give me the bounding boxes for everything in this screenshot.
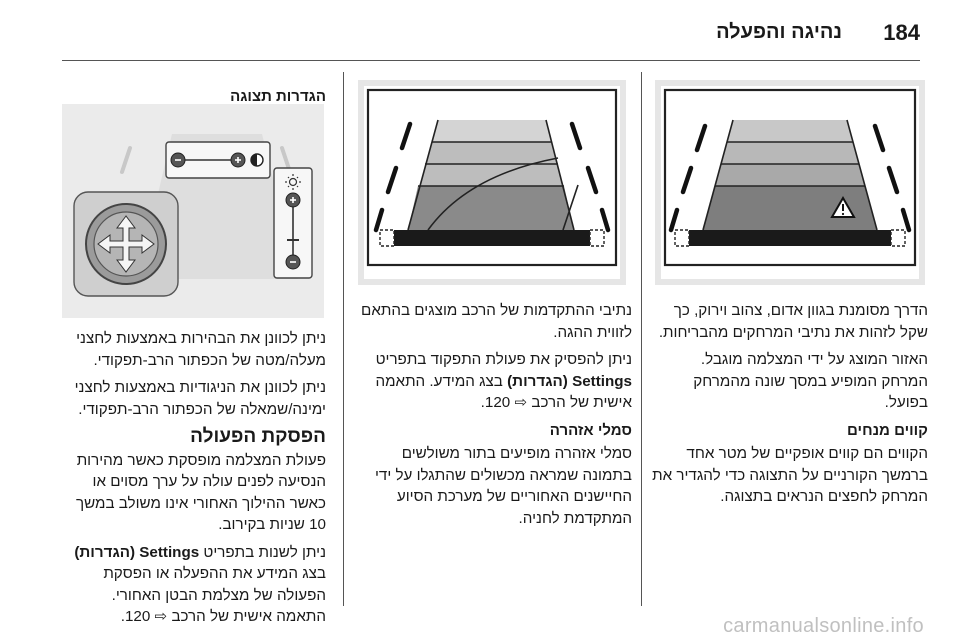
paragraph: נתיבי ההתקדמות של הרכב מוצגים בהתאם לזוו… [361, 302, 632, 341]
contrast-icon [250, 153, 264, 167]
paragraph: פעולת המצלמה מופסקת כאשר מהירות הנסיעה ל… [75, 451, 326, 534]
header-rule [62, 60, 920, 61]
text-run: בצג המידע. התאמה אישית של הרכב ⇨ 120. [375, 372, 632, 412]
column-middle: נתיבי ההתקדמות של הרכב מוצגים בהתאם לזוו… [354, 300, 632, 535]
paragraph: הדרך מסומנת בגוון אדום, צהוב וירוק, כך ש… [658, 302, 928, 341]
paragraph: ניתן לשנות בתפריט Settings (הגדרות) בצג … [60, 542, 326, 628]
page-number: 184 [883, 20, 920, 45]
column-left-body: ניתן לכוונן את הבהירות באמצעות לחצני מעל… [60, 328, 326, 634]
column-divider-1 [343, 72, 344, 606]
paragraph: האזור המוצג על ידי המצלמה מוגבל. המרחק ה… [693, 351, 928, 411]
text-run: ניתן לשנות בתפריט [203, 543, 326, 561]
paragraph: הקווים הם קווים אופקיים של מטר אחד ברמשך… [652, 445, 928, 505]
settings-menu-label: Settings (הגדרות) [507, 372, 632, 390]
brightness-setting-panel [273, 167, 313, 279]
column-divider-2 [641, 72, 642, 606]
settings-menu-label: Settings (הגדרות) [74, 543, 200, 561]
column-right: הדרך מסומנת בגוון אדום, צהוב וירוק, כך ש… [652, 300, 928, 514]
sun-icon [285, 174, 301, 190]
paragraph: סמלי אזהרה מופיעים בתור משולשים בתמונה ש… [374, 445, 632, 527]
paragraph: ניתן לכוונן את הניגודיות באמצעות לחצני י… [74, 379, 326, 418]
column-left: הגדרות תצוגה [60, 80, 326, 110]
section-heading: קווים מנחים [847, 421, 928, 439]
text-run: בצג המידע את ההפעלה או הפסקת הפעולה של מ… [103, 565, 326, 625]
figure-display-settings [62, 104, 324, 318]
figure-trajectory [358, 80, 626, 285]
paragraph: ניתן לכוונן את הבהירות באמצעות לחצני מעל… [76, 330, 326, 369]
warning-triangle-icon [830, 196, 856, 218]
contrast-setting-panel [165, 141, 271, 179]
four-way-knob-icon [73, 191, 179, 297]
watermark: carmanualsonline.info [723, 615, 924, 637]
page-title: נהיגה והפעלה [716, 21, 842, 43]
text-run: ניתן להפסיק את פעולת התפקוד בתפריט [375, 351, 632, 368]
section-heading: הגדרות תצוגה [230, 88, 326, 105]
figure-guide-lines [655, 80, 925, 285]
paragraph: ניתן להפסיק את פעולת התפקוד בתפריט Setti… [354, 349, 632, 414]
section-heading: הפסקת הפעולה [190, 426, 326, 447]
section-heading: סמלי אזהרה [549, 421, 632, 439]
